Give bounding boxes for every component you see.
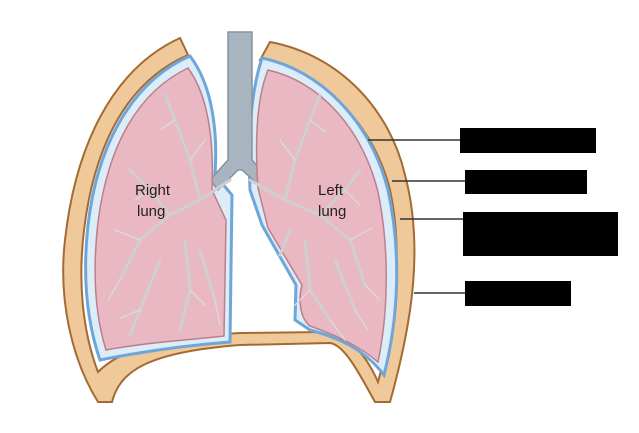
callout-box-4 xyxy=(465,281,571,306)
callout-box-3 xyxy=(463,212,618,256)
callout-box-1 xyxy=(460,128,596,153)
left-lung-label-line1: Left xyxy=(318,182,344,199)
chest-wall xyxy=(62,36,416,403)
trachea xyxy=(209,31,269,192)
left-lung-label-line2: lung xyxy=(318,203,346,220)
callout-box-2 xyxy=(465,170,587,194)
right-lung-label-line2: lung xyxy=(137,203,165,220)
bronchial-twigs xyxy=(107,119,381,341)
bronchial-tree xyxy=(118,93,367,337)
right-lung-label-line1: Right xyxy=(135,182,171,199)
right-lung xyxy=(94,67,227,351)
